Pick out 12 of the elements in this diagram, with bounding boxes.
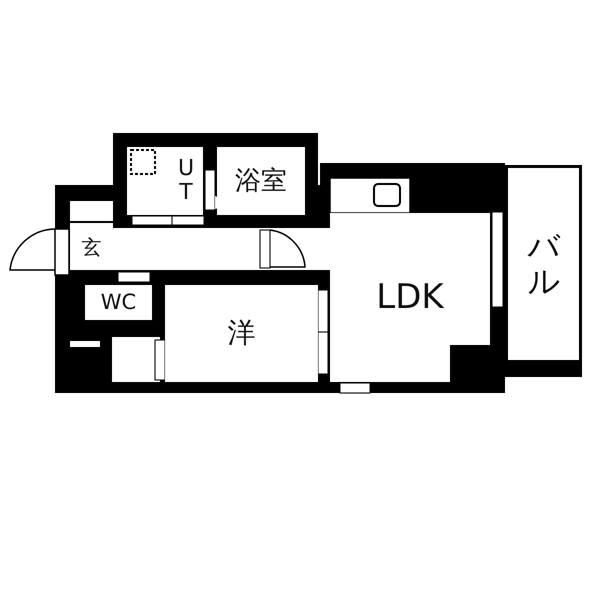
- room-label: 洋: [228, 318, 256, 349]
- room-label: LDK: [376, 278, 444, 316]
- room-label: 浴室: [235, 166, 287, 196]
- room-label: U T: [176, 156, 196, 206]
- room: [330, 213, 490, 382]
- room-label: WC: [100, 290, 136, 314]
- room-label: 玄: [82, 236, 102, 258]
- room: [85, 285, 152, 320]
- room: [217, 147, 305, 215]
- room: [165, 285, 318, 382]
- room-label: バル: [528, 228, 560, 300]
- room: [127, 147, 203, 215]
